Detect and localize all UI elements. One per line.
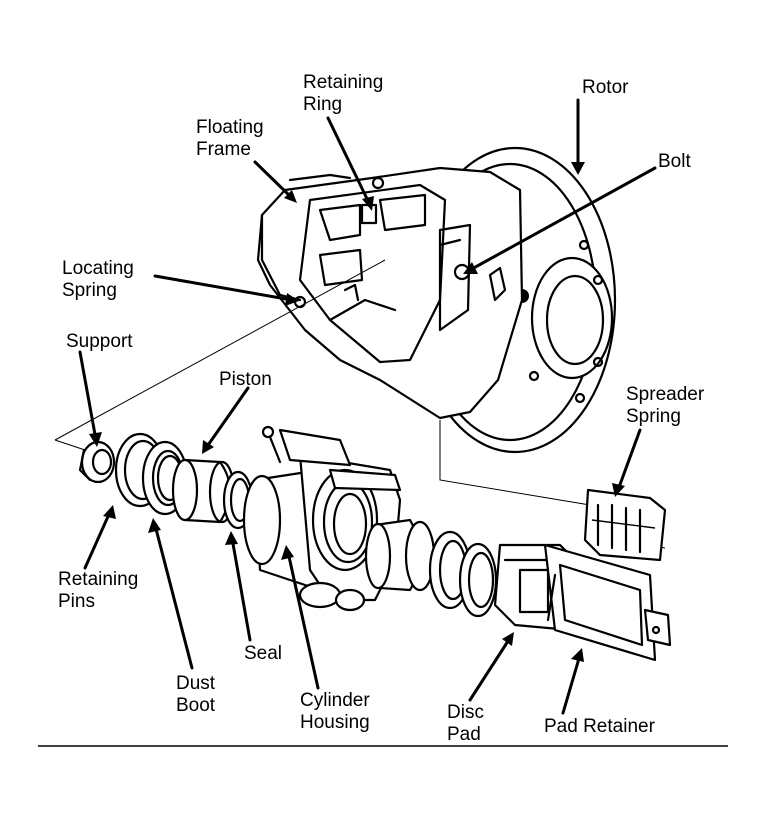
second-piston-drawing: [364, 518, 498, 618]
piston-drawing: [171, 458, 236, 524]
arrow-floating-frame: [253, 160, 294, 200]
arrow-spreader-spring: [616, 428, 642, 492]
arrow-retaining-ring: [326, 116, 372, 207]
label-bolt: Bolt: [658, 151, 691, 172]
spreader-spring-drawing: [583, 488, 667, 562]
arrow-pad-retainer: [561, 653, 582, 715]
label-retaining-pins: Retaining Pins: [58, 569, 139, 612]
label-dust-boot: Dust Boot: [176, 673, 216, 716]
arrow-locating-spring: [153, 274, 294, 302]
arrow-cylinder-housing: [286, 550, 320, 690]
label-rotor: Rotor: [582, 77, 629, 98]
arrow-bolt: [468, 166, 657, 272]
label-pad-retainer: Pad Retainer: [544, 716, 655, 737]
label-spreader-spring: Spreader Spring: [626, 384, 705, 427]
arrow-support: [78, 350, 98, 442]
arrow-retaining-pins: [83, 510, 112, 570]
label-retaining-ring: Retaining Ring: [303, 72, 384, 115]
leader-arrows: [78, 98, 657, 715]
arrow-piston: [204, 386, 250, 450]
label-disc-pad: Disc Pad: [447, 702, 484, 745]
label-seal: Seal: [244, 643, 283, 664]
pad-retainer-drawing: [543, 543, 672, 662]
support-drawing: [78, 440, 116, 484]
label-locating-spring: Locating Spring: [62, 258, 134, 301]
label-cylinder-housing: Cylinder Housing: [300, 690, 370, 733]
arrow-seal: [230, 536, 252, 642]
arrow-dust-boot: [153, 523, 194, 670]
caliper-assembly-drawing: [256, 166, 524, 420]
label-piston: Piston: [219, 369, 272, 390]
label-floating-frame: Floating Frame: [196, 117, 264, 160]
label-support: Support: [66, 331, 133, 352]
arrow-disc-pad: [468, 636, 512, 702]
